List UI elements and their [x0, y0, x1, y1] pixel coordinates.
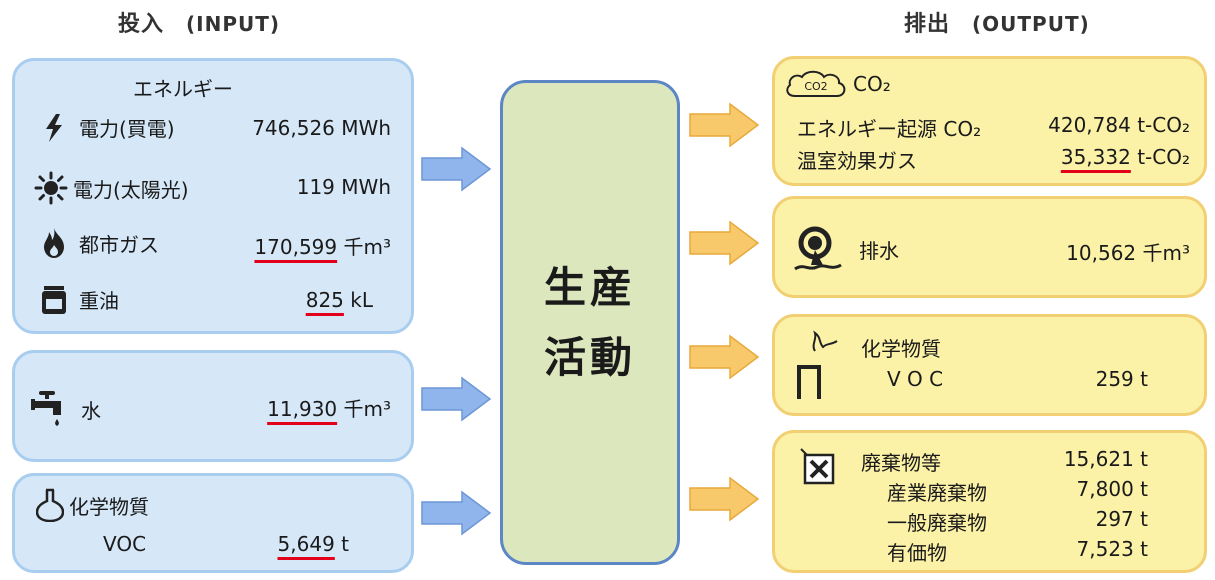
waste-bin-icon: [797, 447, 837, 491]
output-header-main: 排出: [904, 12, 951, 37]
input-water-box: 水 11,930 千m³: [12, 350, 414, 462]
input-arrow-energy: [421, 146, 492, 192]
out-chemical-voc-label: V O C: [887, 367, 944, 391]
sun-icon: [33, 171, 69, 205]
wastewater-value: 10,562 千m³: [1066, 241, 1190, 265]
faucet-icon: [31, 389, 71, 429]
energy-value: 119 MWh: [296, 175, 391, 199]
co2-cloud-icon: CO2: [783, 69, 849, 99]
input-arrow-water: [421, 376, 492, 422]
waste-row-value: 7,523 t: [1076, 537, 1148, 561]
co2-row-value: 35,332 t-CO₂: [1060, 145, 1190, 169]
chemical-voc-value: 5,649 t: [277, 532, 349, 556]
waste-row-value: 7,800 t: [1076, 477, 1148, 501]
energy-label: 電力(買電): [79, 117, 175, 141]
production-activity-box: 生産 活動: [500, 80, 680, 565]
water-row: 水: [31, 389, 101, 429]
out-chemical-voc-value: 259 t: [1095, 367, 1148, 391]
waste-row-label: 一般廃棄物: [887, 511, 987, 535]
chimney-icon: [793, 329, 843, 403]
center-line2: 活動: [543, 332, 636, 382]
flask-icon: [35, 488, 65, 522]
energy-label: 重油: [79, 289, 119, 313]
energy-value: 170,599 千m³: [254, 235, 391, 259]
waste-row-value: 297 t: [1095, 507, 1148, 531]
energy-value: 825 kL: [305, 288, 373, 312]
center-line1: 生産: [543, 262, 636, 312]
output-arrow-co2: [689, 102, 760, 148]
waste-row-label: 廃棄物等: [861, 451, 941, 475]
out-chemical-title: 化学物質: [861, 337, 941, 361]
waste-row-label: 有価物: [887, 541, 947, 565]
input-arrow-chemical: [421, 490, 492, 536]
wastewater-row: 排水: [793, 225, 899, 273]
co2-cloud-label: CO2: [804, 79, 828, 93]
co2-title-row: CO2 CO₂: [783, 69, 891, 99]
energy-label: 都市ガス: [79, 232, 159, 257]
output-waste-box: 廃棄物等 15,621 t 産業廃棄物 7,800 t 一般廃棄物 297 t …: [772, 430, 1207, 573]
energy-row-oil: 重油: [39, 285, 119, 314]
energy-title: エネルギー: [133, 77, 233, 101]
flame-icon: [39, 228, 69, 258]
energy-row-purchased: 電力(買電): [39, 113, 175, 142]
output-arrow-chemical: [689, 334, 760, 380]
input-header-sub: (INPUT): [186, 12, 281, 36]
energy-value: 746,526 MWh: [252, 116, 391, 140]
output-chemical-box: 化学物質 V O C 259 t: [772, 314, 1207, 416]
co2-row-label: 温室効果ガス: [797, 149, 917, 173]
water-label: 水: [81, 398, 101, 423]
chemical-title: 化学物質: [69, 494, 149, 519]
wastewater-label: 排水: [859, 238, 899, 263]
waste-row-label: 産業廃棄物: [887, 481, 987, 505]
output-arrow-waste: [689, 476, 760, 522]
output-header: 排出 (OUTPUT): [904, 6, 1090, 38]
input-header: 投入 (INPUT): [118, 6, 280, 38]
water-value: 11,930 千m³: [267, 397, 391, 421]
drain-pipe-icon: [793, 225, 845, 273]
input-header-main: 投入: [118, 12, 165, 37]
output-arrow-wastewater: [689, 220, 760, 266]
output-co2-box: CO2 CO₂ エネルギー起源 CO₂ 420,784 t-CO₂ 温室効果ガス…: [772, 56, 1207, 186]
energy-row-solar: 電力(太陽光): [33, 171, 189, 205]
chemical-title-row: 化学物質: [35, 488, 149, 522]
lightning-icon: [39, 113, 69, 142]
energy-label: 電力(太陽光): [73, 177, 189, 202]
co2-row-value: 420,784 t-CO₂: [1048, 113, 1190, 137]
output-wastewater-box: 排水 10,562 千m³: [772, 196, 1207, 298]
chemical-voc-label: VOC: [103, 532, 147, 556]
input-chemical-box: 化学物質 VOC 5,649 t: [12, 473, 414, 573]
oil-drum-icon: [39, 285, 69, 314]
input-energy-box: エネルギー 電力(買電) 746,526 MWh 電力(太陽光) 119 MWh: [12, 58, 414, 334]
co2-title: CO₂: [853, 72, 891, 96]
energy-row-gas: 都市ガス: [39, 228, 159, 258]
waste-row-value: 15,621 t: [1063, 447, 1148, 471]
output-header-sub: (OUTPUT): [972, 12, 1090, 36]
co2-row-label: エネルギー起源 CO₂: [797, 117, 982, 141]
